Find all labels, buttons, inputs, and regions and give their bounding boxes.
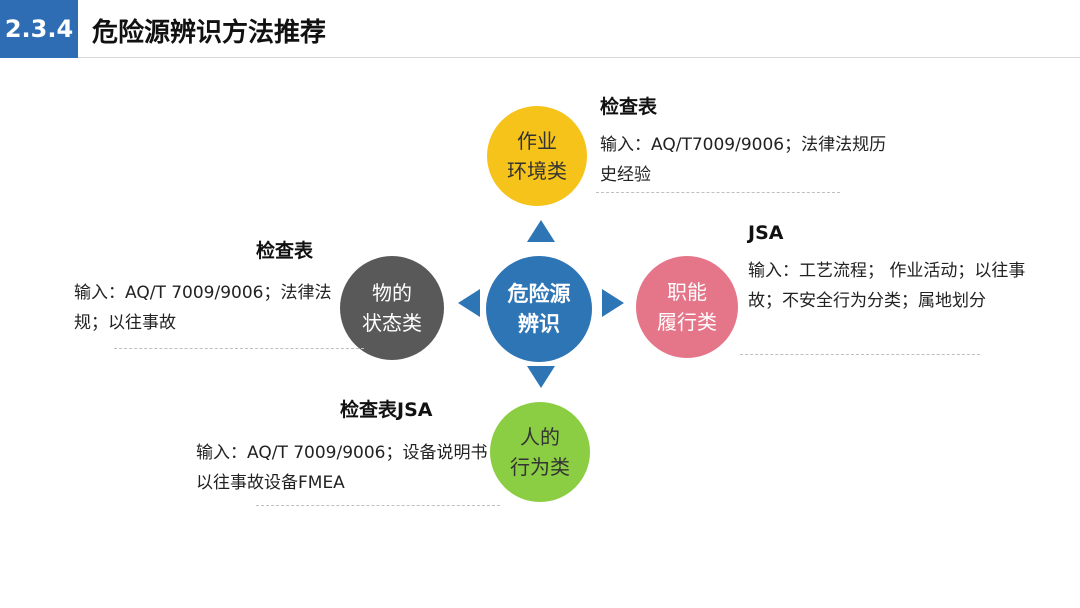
node-top-line1: 作业 <box>517 129 557 153</box>
arrow-left-icon <box>458 289 480 317</box>
dashed-divider-bottom <box>256 505 500 506</box>
header-divider <box>78 57 1080 58</box>
dashed-divider-right <box>740 354 980 355</box>
method-label-left: 检查表 <box>256 240 314 262</box>
arrow-down-icon <box>527 366 555 388</box>
inputs-text-top: 输入：AQ/T7009/9006；法律法规历史经验 <box>600 135 887 185</box>
center-node-hazard-identification: 危险源 辨识 <box>486 256 592 362</box>
node-duty-performance: 职能 履行类 <box>636 256 738 358</box>
node-work-environment: 作业 环境类 <box>487 106 587 206</box>
inputs-text-right: 输入：工艺流程； 作业活动；以往事故；不安全行为分类；属地划分 <box>748 261 1026 311</box>
node-object-state: 物的 状态类 <box>340 256 444 360</box>
dashed-divider-left <box>114 348 364 349</box>
method-label-bottom: 检查表JSA <box>340 399 433 421</box>
node-bottom-line1: 人的 <box>520 425 560 449</box>
center-node-line2: 辨识 <box>518 312 560 336</box>
arrow-up-icon <box>527 220 555 242</box>
node-left-line1: 物的 <box>372 281 412 305</box>
node-right-line1: 职能 <box>667 280 707 304</box>
node-bottom-line2: 行为类 <box>510 455 570 479</box>
section-number-badge: 2.3.4 <box>0 0 78 58</box>
method-label-right: JSA <box>748 222 784 244</box>
page-title: 危险源辨识方法推荐 <box>92 18 327 48</box>
node-top-line2: 环境类 <box>507 159 567 183</box>
arrow-right-icon <box>602 289 624 317</box>
node-left-line2: 状态类 <box>362 311 422 335</box>
method-label-top: 检查表 <box>600 96 658 118</box>
dashed-divider-top <box>596 192 840 193</box>
node-human-behavior: 人的 行为类 <box>490 402 590 502</box>
node-right-line2: 履行类 <box>657 310 717 334</box>
inputs-text-bottom: 输入：AQ/T 7009/9006；设备说明书以往事故设备FMEA <box>196 443 488 493</box>
inputs-text-left: 输入：AQ/T 7009/9006；法律法规；以往事故 <box>74 283 332 333</box>
center-node-line1: 危险源 <box>507 282 571 306</box>
